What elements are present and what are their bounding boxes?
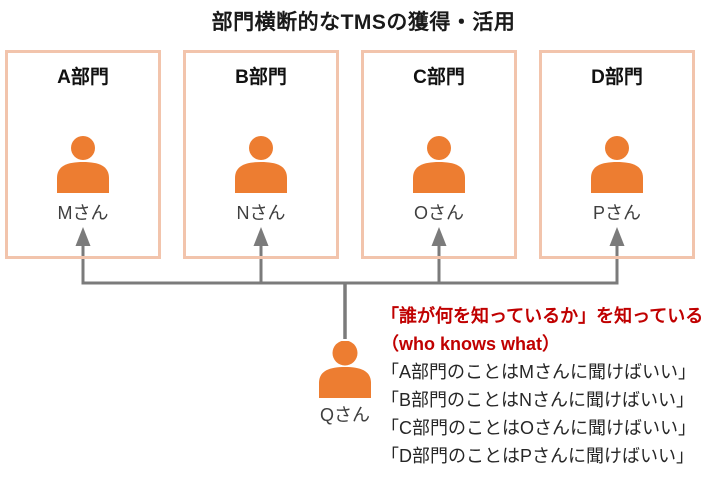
person-name: Qさん — [319, 405, 370, 425]
person-icon — [319, 341, 371, 398]
annotation-example: 「A部門のことはMさんに聞けばいい」 — [381, 362, 696, 382]
dept-label: D部門 — [591, 67, 643, 88]
person-name: Mさん — [57, 203, 109, 223]
person-icon — [235, 136, 287, 193]
dept-label: A部門 — [57, 67, 109, 88]
dept-box-a: A部門 Mさん — [5, 50, 161, 259]
dept-label: C部門 — [413, 67, 465, 88]
dept-box-d: D部門 Pさん — [539, 50, 695, 259]
diagram-title: 部門横断的なTMSの獲得・活用 — [211, 11, 516, 34]
person-name: Nさん — [236, 203, 286, 223]
person-icon — [57, 136, 109, 193]
annotation-example: 「C部門のことはOさんに聞けばいい」 — [381, 418, 696, 438]
dept-box-c: C部門 Oさん — [361, 50, 517, 259]
annotation-headline-en: （who knows what） — [381, 334, 561, 354]
dept-box-b: B部門 Nさん — [183, 50, 339, 259]
connector-bus — [81, 245, 619, 285]
person-icon — [591, 136, 643, 193]
person-icon — [413, 136, 465, 193]
annotation-headline-jp: 「誰が何を知っているか」を知っている — [381, 306, 704, 326]
annotation-example: 「B部門のことはNさんに聞けばいい」 — [381, 390, 695, 410]
person-name: Pさん — [592, 203, 641, 223]
annotation-example: 「D部門のことはPさんに聞けばいい」 — [381, 446, 695, 466]
person-name: Oさん — [413, 203, 464, 223]
dept-label: B部門 — [235, 67, 287, 88]
connector-person: Qさん — [317, 341, 373, 427]
annotation-block: 「誰が何を知っているか」を知っている （who knows what） 「A部門… — [381, 302, 721, 470]
